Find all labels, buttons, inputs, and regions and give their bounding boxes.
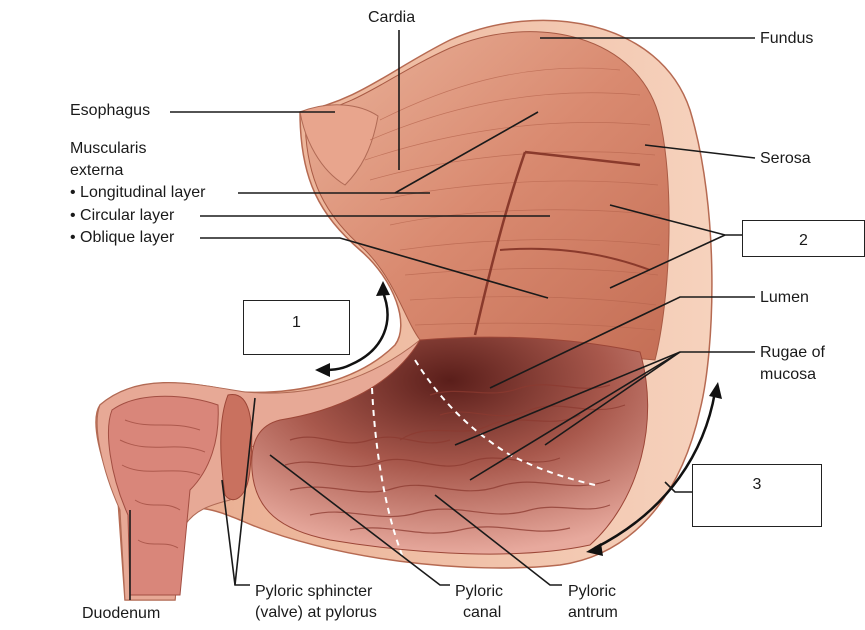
leader-longitudinal-2 xyxy=(394,111,539,194)
lumen-interior xyxy=(251,336,649,555)
label-pyloric-canal-2: canal xyxy=(463,604,502,621)
lesser-curvature-arrow xyxy=(321,289,389,372)
leader-box2-b xyxy=(609,234,726,289)
label-serosa: Serosa xyxy=(760,150,811,167)
label-oblique-layer: • Oblique layer xyxy=(70,229,175,246)
label-pyloric-antrum-2: antrum xyxy=(568,604,618,621)
muscularis-externa xyxy=(304,31,670,361)
leader-antrum xyxy=(434,494,562,586)
answer-box-2-number: 2 xyxy=(799,232,808,249)
label-fundus: Fundus xyxy=(760,30,814,47)
leader-lumen xyxy=(489,296,755,389)
label-pyloric-sphincter-2: (valve) at pylorus xyxy=(255,604,377,621)
circular-layer-edge xyxy=(473,150,641,336)
leader-oblique xyxy=(200,237,549,299)
arrow-head-up xyxy=(376,281,390,296)
label-pyloric-canal-1: Pyloric xyxy=(455,583,504,600)
label-pyloric-antrum-1: Pyloric xyxy=(568,583,617,600)
greater-curvature-arrow xyxy=(594,391,717,550)
label-muscularis-2: externa xyxy=(70,162,124,179)
label-circular-layer: • Circular layer xyxy=(70,207,175,224)
label-lumen: Lumen xyxy=(760,289,809,306)
leader-rugae-b xyxy=(469,351,681,481)
label-rugae-2: mucosa xyxy=(760,366,817,383)
answer-box-1[interactable]: 1 xyxy=(243,300,350,355)
arrow-head-left xyxy=(315,363,330,377)
arrow-head-bottom xyxy=(586,543,603,556)
answer-box-3-number: 3 xyxy=(752,476,762,493)
esophagus-tube xyxy=(299,104,379,186)
leader-box3 xyxy=(664,481,692,493)
leader-serosa xyxy=(644,144,756,159)
duodenum-folds xyxy=(119,419,206,549)
muscle-fibers xyxy=(364,67,661,331)
oblique-layer-edge xyxy=(499,247,651,271)
label-muscularis-1: Muscularis xyxy=(70,140,147,157)
leader-sphincter-2 xyxy=(234,397,256,586)
answer-box-1-number: 1 xyxy=(292,314,301,331)
label-pyloric-sphincter-1: Pyloric sphincter xyxy=(255,583,373,600)
pyloric-canal-boundary xyxy=(371,387,403,556)
leader-rugae-c xyxy=(544,351,681,446)
label-cardia: Cardia xyxy=(368,9,416,26)
leader-canal xyxy=(269,454,450,586)
label-longitudinal-layer: • Longitudinal layer xyxy=(70,184,206,201)
label-esophagus: Esophagus xyxy=(70,102,151,119)
label-duodenum: Duodenum xyxy=(82,605,161,622)
arrow-head-top xyxy=(709,382,722,399)
leader-lines xyxy=(129,30,756,600)
label-rugae-1: Rugae of xyxy=(760,344,825,361)
rugae-folds xyxy=(284,384,626,534)
pyloric-sphincter-ring xyxy=(220,393,253,501)
answer-box-2[interactable]: 2 xyxy=(742,220,865,257)
answer-box-3[interactable]: 3 xyxy=(692,464,822,527)
